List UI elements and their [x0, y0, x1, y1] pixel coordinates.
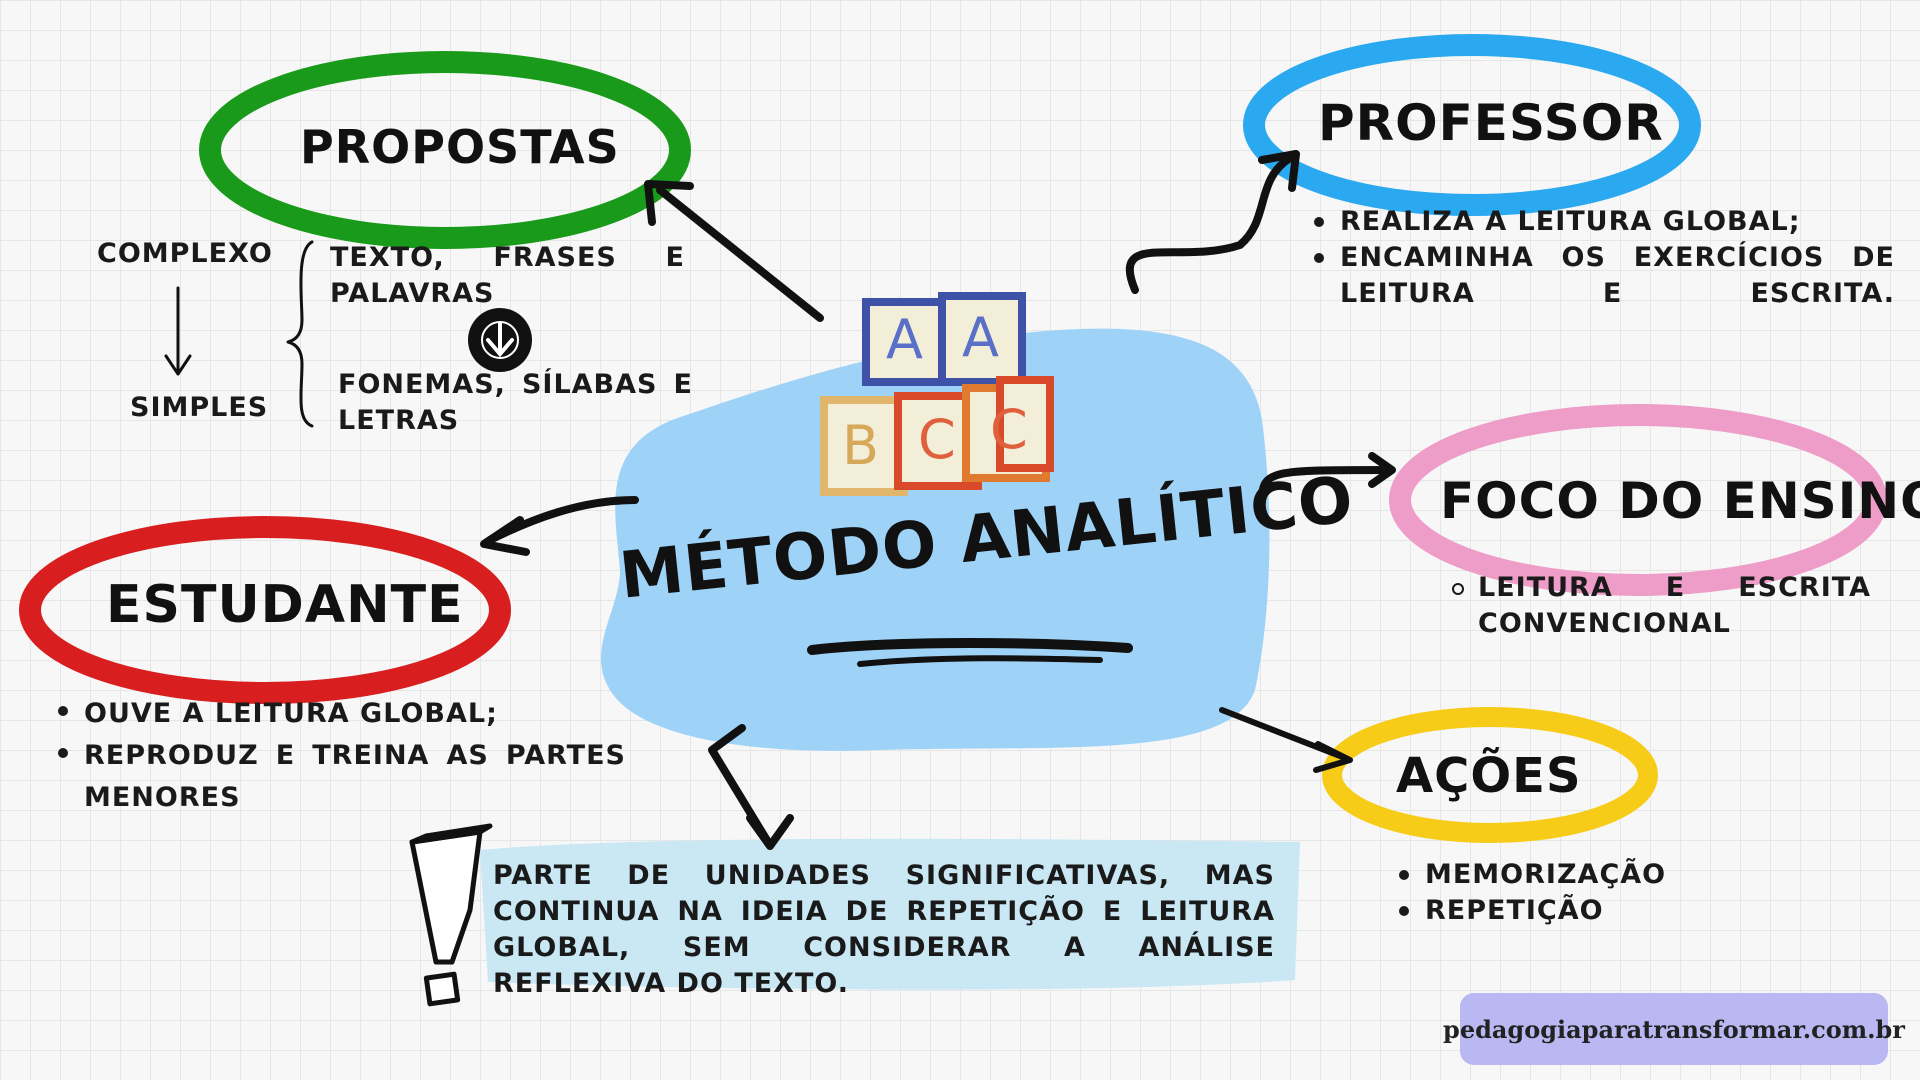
acoes-ring: [1322, 707, 1658, 843]
professor-item: REALIZA A LEITURA GLOBAL;: [1314, 204, 1895, 240]
arrow-to-estudante: [486, 496, 639, 544]
propostas-title: PROPOSTAS: [300, 120, 620, 174]
arrow-down-circle-icon: [468, 308, 532, 372]
foco-ring: [1389, 404, 1887, 596]
center-underline-2: [857, 655, 1103, 667]
block-letter-c2: C: [990, 398, 1028, 461]
block-letter-b: B: [842, 414, 880, 477]
propostas-complexo: COMPLEXO: [97, 238, 273, 269]
professor-title: PROFESSOR: [1318, 94, 1664, 152]
center-underline: [807, 638, 1133, 655]
foco-item: LEITURA E ESCRITA CONVENCIONAL: [1452, 570, 1871, 642]
estudante-item: OUVE A LEITURA GLOBAL;: [58, 693, 626, 735]
arrow-to-foco-head: [1368, 452, 1396, 488]
note-text: PARTE DE UNIDADES SIGNIFICATIVAS, MAS CO…: [493, 860, 1275, 999]
block-letter-a2: A: [962, 306, 999, 369]
exclamation-icon: [409, 823, 493, 1007]
block-letter-c1: C: [918, 408, 956, 471]
propostas-ring: [199, 51, 691, 249]
propostas-simples: SIMPLES: [130, 392, 269, 423]
arrow-to-estudante-head: [480, 516, 530, 556]
estudante-title: ESTUDANTE: [106, 575, 464, 635]
abc-blocks-icon: [820, 292, 1054, 496]
complexo-to-simples-arrow-head: [164, 354, 192, 376]
arrow-to-acoes-head: [1313, 741, 1353, 773]
arrow-to-propostas-head: [644, 180, 694, 226]
estudante-list: OUVE A LEITURA GLOBAL; REPRODUZ E TREINA…: [56, 693, 626, 819]
note-paint-bg: [480, 838, 1300, 990]
block-letter-a1: A: [886, 308, 923, 371]
website-badge[interactable]: pedagogiaparatransformar.com.br: [1443, 993, 1905, 1065]
foco-title: FOCO DO ENSINO: [1440, 472, 1920, 530]
arrow-to-note: [708, 724, 772, 846]
arrow-to-note-head: [746, 814, 794, 850]
acoes-title: AÇÕES: [1396, 748, 1582, 804]
professor-ring: [1243, 34, 1701, 216]
acoes-item: REPETIÇÃO: [1399, 893, 1725, 929]
arrow-to-foco: [1258, 466, 1394, 506]
propostas-item-texto: TEXTO, FRASES E PALAVRAS: [330, 242, 685, 309]
estudante-item: REPRODUZ E TREINA AS PARTES MENORES: [58, 735, 626, 819]
propostas-item-fonemas: FONEMAS, SÍLABAS E LETRAS: [338, 369, 693, 436]
arrow-to-propostas: [656, 186, 824, 322]
estudante-ring: [19, 516, 511, 704]
professor-list: REALIZA A LEITURA GLOBAL; ENCAMINHA OS E…: [1312, 204, 1895, 312]
arrow-to-professor-head: [1258, 150, 1300, 192]
professor-item: ENCAMINHA OS EXERCÍCIOS DE LEITURA E ESC…: [1314, 240, 1895, 312]
foco-list: LEITURA E ESCRITA CONVENCIONAL: [1450, 570, 1871, 642]
acoes-list: MEMORIZAÇÃO REPETIÇÃO: [1397, 857, 1725, 929]
acoes-item: MEMORIZAÇÃO: [1399, 857, 1725, 893]
brace-icon: [286, 240, 314, 428]
arrow-to-professor: [1125, 154, 1294, 294]
